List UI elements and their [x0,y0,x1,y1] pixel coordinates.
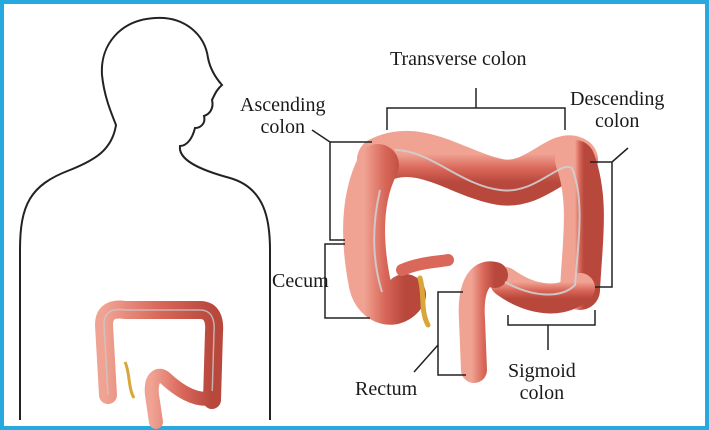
label-sigmoid-colon: Sigmoid colon [508,360,576,404]
label-transverse-colon: Transverse colon [390,48,526,70]
label-ascending-colon: Ascending colon [240,94,326,138]
label-descending-colon: Descending colon [570,88,664,132]
body-silhouette [20,18,270,420]
transverse-bracket [387,88,565,130]
label-rectum: Rectum [355,378,417,400]
small-colon [104,310,214,422]
large-colon [364,150,584,370]
sigmoid-bracket [508,310,595,350]
label-cecum: Cecum [272,270,329,292]
